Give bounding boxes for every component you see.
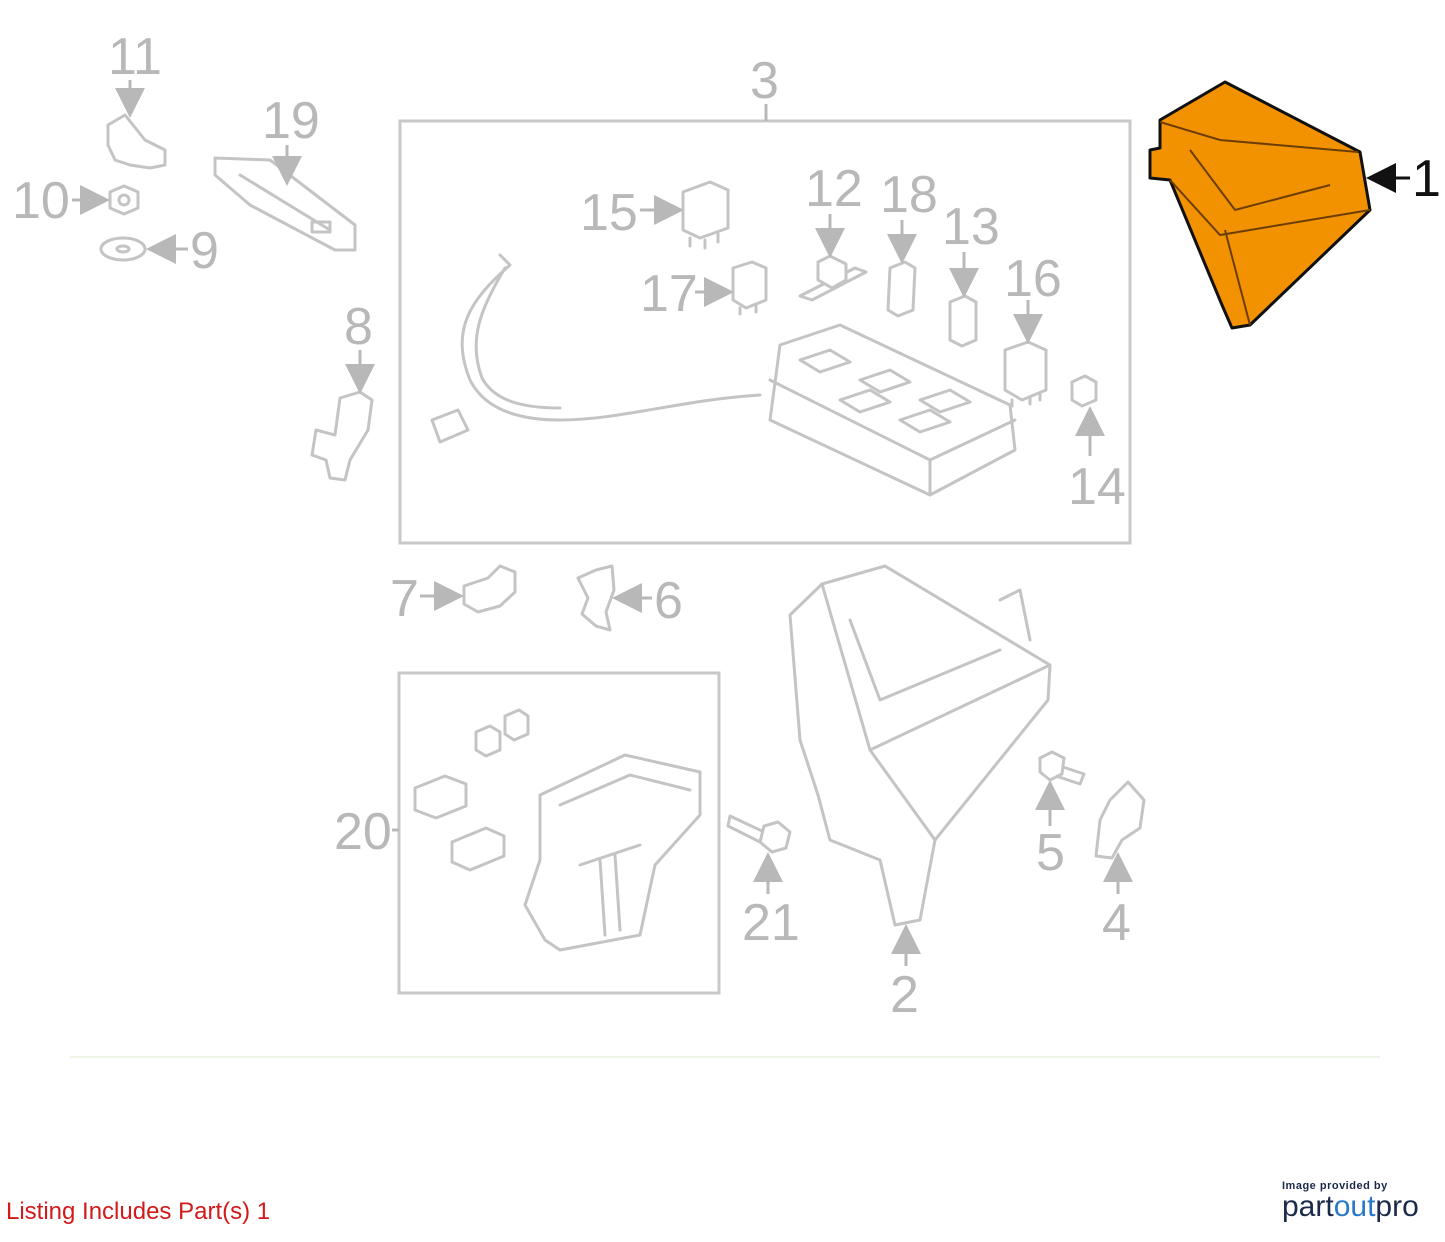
callout-7: 7	[390, 570, 419, 628]
part-12-bracket[interactable]	[798, 254, 868, 302]
callout-6: 6	[654, 572, 683, 630]
part-9-washer[interactable]	[99, 236, 147, 262]
part-3-fuse-block-assembly[interactable]	[430, 253, 1017, 497]
part-15-relay[interactable]	[681, 180, 730, 250]
callout-4: 4	[1102, 894, 1131, 952]
callout-8: 8	[344, 298, 373, 356]
part-5-bolt[interactable]	[1038, 750, 1086, 786]
callout-5: 5	[1036, 824, 1065, 882]
callout-10: 10	[12, 172, 70, 230]
logo-pro: pro	[1375, 1190, 1419, 1223]
image-credit: Image provided by partoutpro	[1282, 1180, 1442, 1224]
logo-part: part	[1282, 1190, 1334, 1223]
part-14-fuse[interactable]	[1070, 374, 1098, 408]
part-13-fuse[interactable]	[948, 294, 978, 348]
callout-19: 19	[262, 92, 320, 150]
part-11-sensor[interactable]	[106, 113, 167, 170]
callout-2: 2	[890, 966, 919, 1024]
part-2-fuse-box-lower[interactable]	[788, 564, 1052, 927]
callout-9: 9	[190, 222, 219, 280]
part-18-fuse[interactable]	[886, 260, 917, 318]
part-20-fuse-box-assembly[interactable]	[413, 708, 702, 952]
part-4-bracket[interactable]	[1094, 780, 1146, 860]
part-21-bolt[interactable]	[726, 814, 792, 854]
partoutpro-logo: partoutpro	[1282, 1190, 1442, 1224]
callout-20: 20	[334, 803, 392, 861]
group-box-20	[397, 671, 721, 995]
callout-15: 15	[580, 184, 638, 242]
group-box-3	[398, 119, 1132, 545]
logo-out: out	[1333, 1190, 1376, 1223]
part-1-fuse-box-cover[interactable]	[1148, 80, 1372, 330]
part-6-clip[interactable]	[576, 564, 616, 632]
callout-21: 21	[742, 894, 800, 952]
callout-16: 16	[1004, 250, 1062, 308]
callout-11: 11	[108, 28, 162, 86]
part-8-clip[interactable]	[310, 390, 374, 482]
callout-13: 13	[942, 198, 1000, 256]
listing-note: Listing Includes Part(s) 1	[6, 1198, 271, 1225]
callout-1: 1	[1412, 150, 1441, 208]
credit-caption: Image provided by	[1282, 1180, 1388, 1192]
divider	[70, 1056, 1380, 1058]
callout-12: 12	[805, 160, 863, 218]
part-17-relay[interactable]	[731, 260, 768, 316]
callout-18: 18	[880, 166, 938, 224]
callout-3: 3	[750, 52, 779, 110]
part-10-nut[interactable]	[108, 184, 140, 216]
callout-17: 17	[640, 265, 698, 323]
part-16-relay[interactable]	[1003, 340, 1048, 408]
callout-14: 14	[1068, 458, 1126, 516]
part-19-bracket[interactable]	[213, 156, 357, 252]
part-7-clip[interactable]	[462, 564, 517, 614]
